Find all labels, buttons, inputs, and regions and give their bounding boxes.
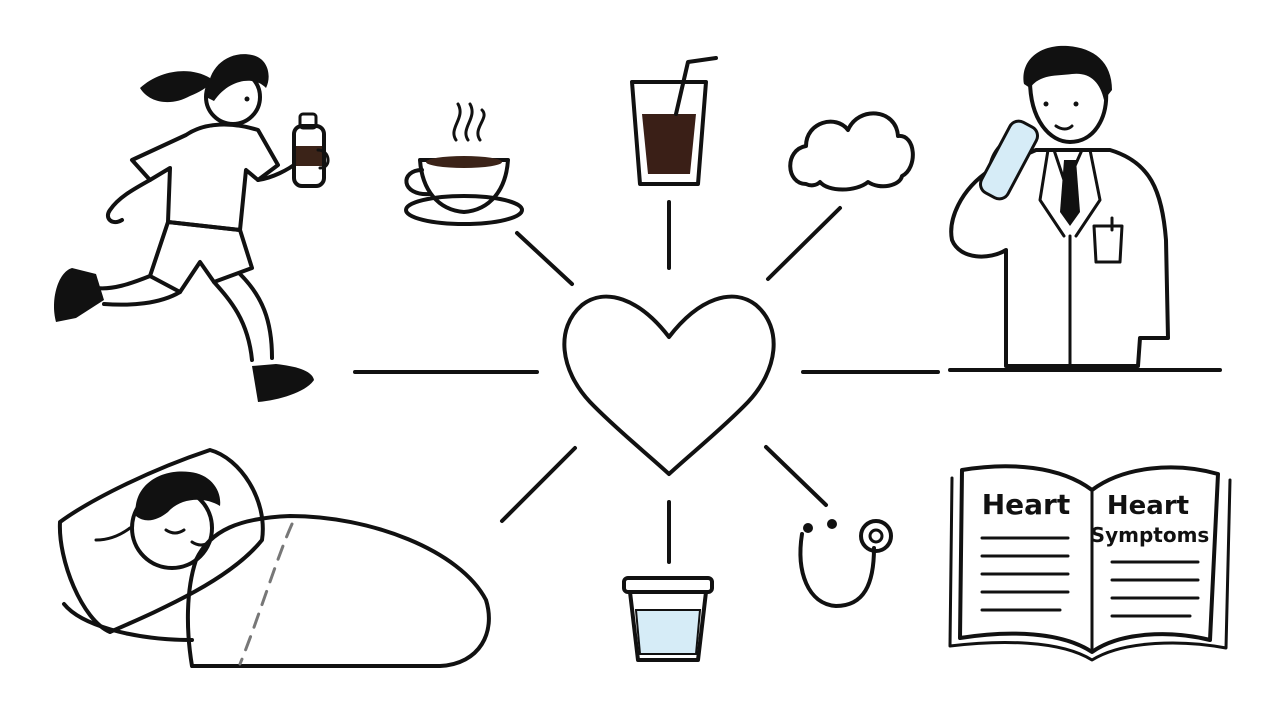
connector-coffee bbox=[515, 231, 574, 286]
glass-of-water-icon bbox=[622, 576, 714, 662]
book-left-title: Heart bbox=[982, 488, 1071, 521]
stethoscope-icon bbox=[798, 519, 893, 608]
book-right-title-line1: Heart bbox=[1107, 491, 1189, 521]
sleeping-person-icon bbox=[57, 448, 491, 668]
connector-lines bbox=[353, 200, 1222, 564]
soda-glass-with-straw-icon bbox=[630, 56, 718, 186]
connector-sleep bbox=[500, 446, 577, 523]
cloud-icon bbox=[788, 111, 915, 192]
heart-icon bbox=[562, 294, 776, 476]
book-right-title-line2: Symptoms bbox=[1091, 523, 1210, 547]
connector-cloud bbox=[766, 206, 842, 281]
book-text-lines bbox=[980, 536, 1200, 618]
coffee-cup-icon bbox=[404, 102, 524, 226]
connector-stethoscope bbox=[764, 445, 828, 507]
doctor-drinking-water-icon bbox=[949, 45, 1170, 368]
open-book-icon: Heart Heart Symptoms bbox=[948, 464, 1232, 662]
runner-with-water-bottle-icon bbox=[53, 54, 330, 402]
